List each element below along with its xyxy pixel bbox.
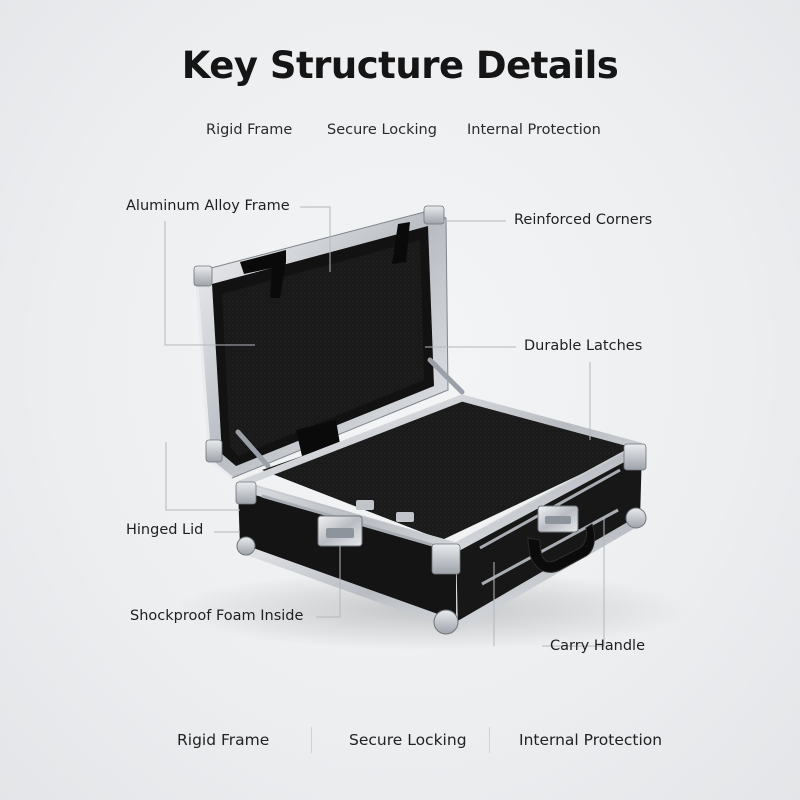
lid-stay-arm	[427, 357, 465, 395]
callout-reinforced-corners: Reinforced Corners	[514, 212, 653, 228]
corner-ball-icon	[236, 536, 256, 556]
callout-durable-latches: Durable Latches	[524, 338, 643, 354]
corner-icon	[235, 481, 257, 505]
callout-aluminum-frame: Aluminum Alloy Frame	[126, 198, 290, 214]
case-body	[235, 394, 647, 635]
bottom-feature-secure-locking: Secure Locking	[349, 731, 467, 749]
callout-carry-handle: Carry Handle	[550, 638, 646, 654]
leader-hinged-lid-1	[164, 221, 255, 346]
corner-icon	[431, 543, 461, 575]
callout-hinged-lid: Hinged Lid	[126, 522, 204, 538]
bottom-divider	[311, 727, 312, 753]
bottom-divider	[489, 727, 490, 753]
bottom-feature-internal-protection: Internal Protection	[519, 731, 663, 749]
lid-strap-right	[392, 222, 410, 264]
leader-shockproof-foam	[316, 545, 341, 618]
corner-icon	[193, 265, 213, 287]
corner-ball-icon	[433, 609, 459, 635]
carry-handle	[527, 523, 595, 573]
leader-carry-handle-2	[542, 517, 605, 647]
corner-ball-icon	[625, 507, 647, 529]
corner-icon	[623, 443, 647, 471]
page-title: Key Structure Details	[181, 44, 619, 87]
lid-stay-arm	[235, 429, 271, 469]
latch-right	[537, 505, 579, 533]
bottom-feature-rigid-frame: Rigid Frame	[177, 731, 270, 749]
callout-shockproof-foam: Shockproof Foam Inside	[130, 608, 304, 624]
top-feature-rigid-frame: Rigid Frame	[206, 122, 293, 138]
latch-left	[317, 515, 363, 547]
top-feature-secure-locking: Secure Locking	[327, 122, 437, 138]
leader-aluminum-frame	[300, 206, 331, 272]
lid-strap-left	[240, 250, 286, 298]
leader-hinged-lid	[165, 442, 240, 511]
case-lid	[193, 205, 465, 480]
top-feature-internal-protection: Internal Protection	[467, 122, 601, 138]
leader-lines	[164, 206, 605, 647]
corner-icon	[423, 205, 445, 225]
corner-icon	[205, 439, 223, 463]
